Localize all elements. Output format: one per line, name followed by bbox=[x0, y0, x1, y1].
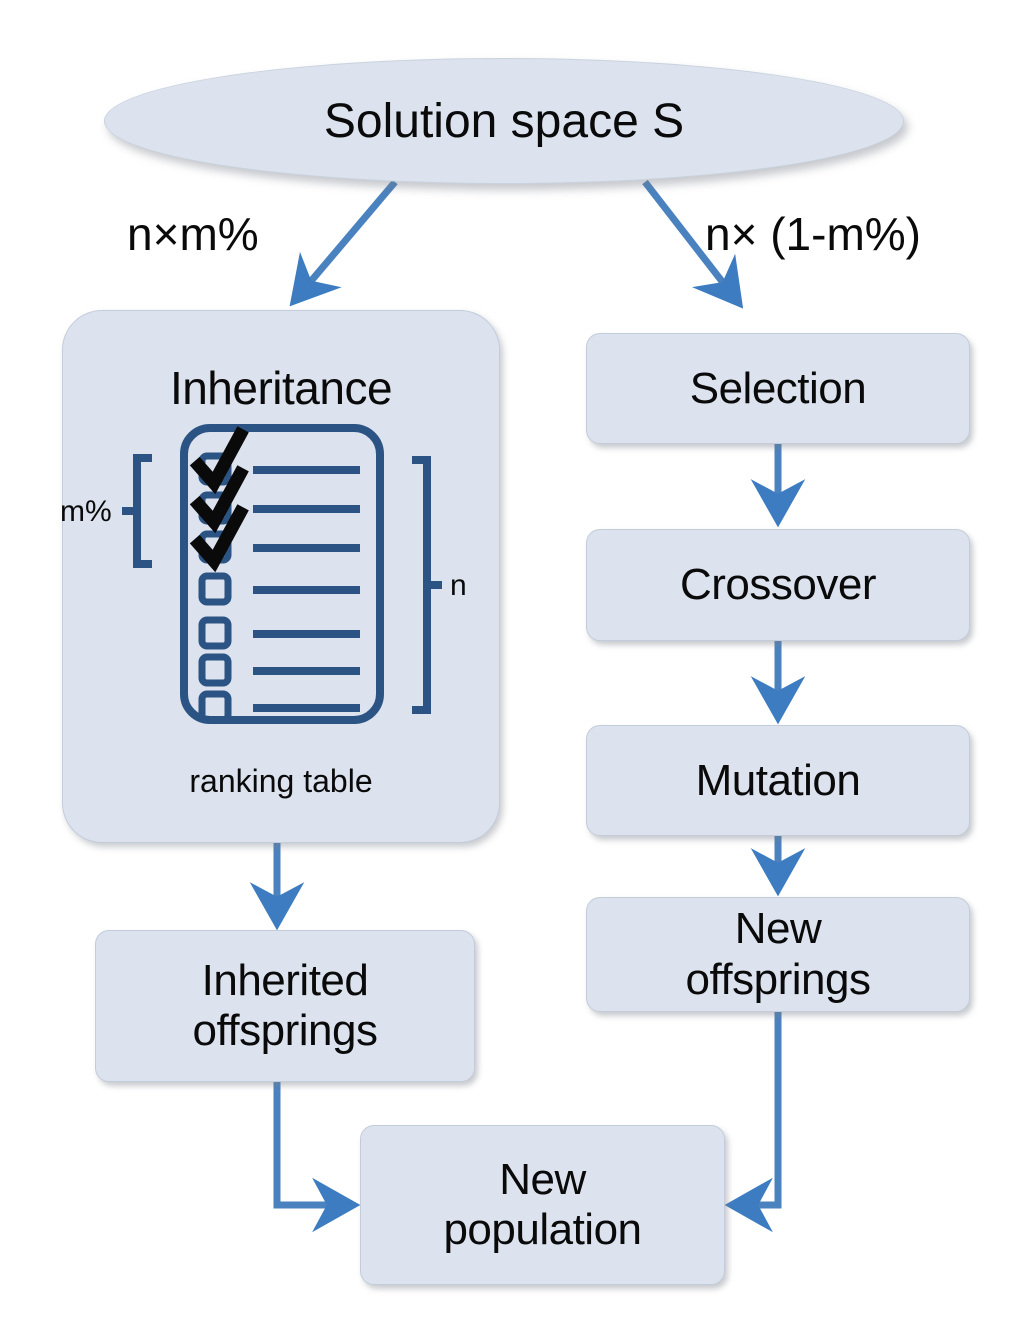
step-crossover[interactable]: Crossover bbox=[586, 529, 970, 641]
ranking-table-caption: ranking table bbox=[189, 763, 373, 799]
ranking-row-lines bbox=[253, 466, 360, 712]
step-crossover-label: Crossover bbox=[680, 560, 877, 610]
edge-label-right-branch: n× (1-m%) bbox=[705, 208, 921, 260]
new-population-line2: population bbox=[443, 1205, 642, 1254]
step-mutation-label: Mutation bbox=[695, 755, 861, 805]
bracket-m-percent bbox=[122, 454, 152, 568]
inherited-offsprings-line1: Inherited bbox=[201, 955, 369, 1005]
new-population-line1: New bbox=[499, 1154, 586, 1204]
arrow-new-offsprings-to-new-population bbox=[724, 1012, 782, 1233]
step-mutation[interactable]: Mutation bbox=[586, 725, 970, 836]
arrow-solution-to-inheritance bbox=[289, 179, 398, 307]
arrow-inherited-offsprings-to-new-population bbox=[273, 1082, 361, 1233]
new-population-node[interactable]: New population bbox=[360, 1125, 725, 1285]
new-offsprings-line2: offsprings bbox=[685, 954, 871, 1004]
inherited-offsprings-node[interactable]: Inherited offsprings bbox=[95, 930, 475, 1082]
step-selection-label: Selection bbox=[689, 363, 867, 413]
inherited-offsprings-line2: offsprings bbox=[192, 1006, 378, 1055]
clipboard-outline bbox=[180, 424, 384, 724]
edge-label-left-branch: n×m% bbox=[127, 208, 259, 260]
new-offsprings-node[interactable]: New offsprings bbox=[586, 897, 970, 1012]
new-offsprings-line1: New bbox=[734, 904, 822, 954]
inheritance-title: Inheritance bbox=[169, 362, 393, 414]
bracket-label-n: n bbox=[450, 569, 467, 602]
ranking-checkmarks bbox=[189, 426, 249, 573]
bracket-label-m-percent: m% bbox=[60, 495, 112, 528]
bracket-n bbox=[412, 456, 442, 714]
solution-space-node[interactable]: Solution space S bbox=[104, 58, 904, 184]
arrow-solution-to-selection bbox=[642, 179, 744, 309]
step-selection[interactable]: Selection bbox=[586, 333, 970, 444]
solution-space-label: Solution space S bbox=[323, 94, 685, 148]
